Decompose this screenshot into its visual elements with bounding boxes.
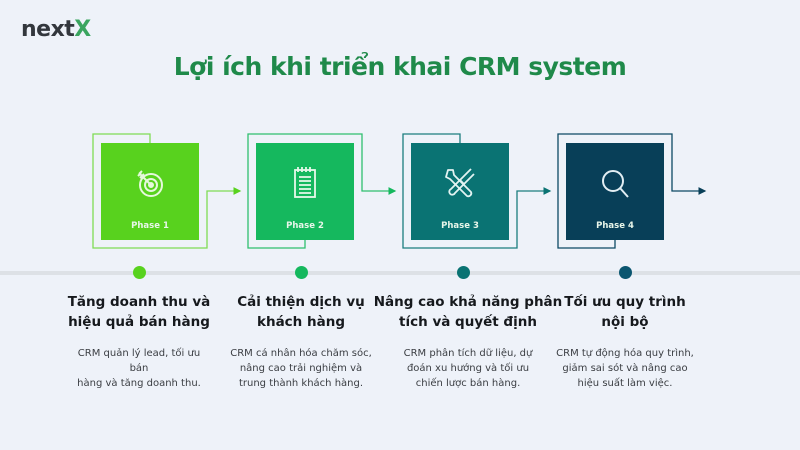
phase-label: Phase 3 [441, 221, 479, 231]
benefit-description: CRM tự động hóa quy trình,giảm sai sót v… [556, 348, 694, 389]
phase-label: Phase 1 [131, 221, 169, 231]
phase-connectors [92, 133, 707, 249]
search-icon [602, 170, 629, 198]
timeline-dot-3 [457, 266, 470, 279]
page-title: Lợi ích khi triển khai CRM system [173, 52, 627, 81]
target-icon [137, 170, 163, 197]
phase-3-card: Phase 3 [411, 143, 509, 240]
notepad-icon [294, 167, 316, 198]
logo-text: next [21, 17, 75, 42]
timeline-line [0, 271, 800, 275]
timeline-dot-4 [619, 266, 632, 279]
benefit-description: CRM cá nhân hóa chăm sóc,nâng cao trải n… [230, 348, 372, 389]
timeline-dot-1 [133, 266, 146, 279]
phase-label: Phase 4 [596, 221, 634, 231]
phase-4-card: Phase 4 [566, 143, 664, 240]
logo-accent: X [74, 17, 91, 42]
timeline-dot-2 [295, 266, 308, 279]
phase-label: Phase 2 [286, 221, 324, 231]
phase-1-card: Phase 1 [101, 143, 199, 240]
tools-icon [445, 168, 475, 198]
nextx-logo: nextX [21, 17, 91, 42]
phase-2-card: Phase 2 [256, 143, 354, 240]
